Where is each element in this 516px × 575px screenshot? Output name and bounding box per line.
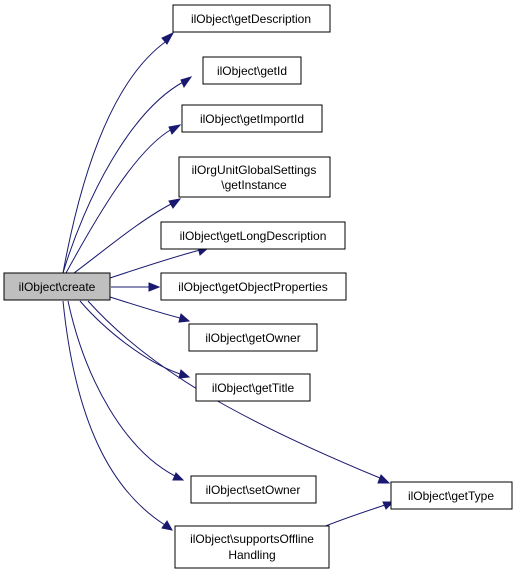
edge-create-getImportId: [65, 128, 173, 274]
node-supportsOfflineHandling-label-line2: Handling: [228, 548, 275, 562]
node-getObjectProperties[interactable]: ilObject\getObjectProperties: [160, 272, 347, 301]
node-create[interactable]: ilObject\create: [3, 272, 111, 301]
node-getTitle[interactable]: ilObject\getTitle: [195, 373, 311, 402]
node-setOwner[interactable]: ilObject\setOwner: [190, 475, 317, 504]
node-supportsOfflineHandling[interactable]: ilObject\supportsOffline Handling: [174, 525, 330, 569]
node-getObjectProperties-label: ilObject\getObjectProperties: [178, 280, 327, 294]
edge-create-getOwner-arrowhead: [178, 313, 191, 323]
edge-create-setOwner-arrowhead: [172, 472, 185, 481]
node-getDescription-label: ilObject\getDescription: [191, 12, 311, 26]
node-getInstance-label-line2: \getInstance: [221, 178, 287, 192]
edge-create-getDescription: [62, 39, 169, 274]
node-getInstance-label-line1: ilOrgUnitGlobalSettings: [192, 163, 317, 177]
edge-create-getTitle-arrowhead: [178, 369, 191, 379]
node-getImportId[interactable]: ilObject\getImportId: [181, 104, 323, 133]
edge-create-getType-arrowhead: [377, 474, 391, 484]
edge-create-getInstance: [73, 202, 174, 274]
edge-create-getId: [62, 80, 186, 274]
node-getId-label: ilObject\getId: [217, 64, 287, 78]
node-getImportId-label: ilObject\getImportId: [200, 112, 304, 126]
edge-create-supportsOfflineHandling: [62, 300, 166, 526]
edge-create-getObjectProperties-arrowhead: [148, 282, 161, 292]
node-setOwner-label: ilObject\setOwner: [206, 483, 301, 497]
node-getTitle-label: ilObject\getTitle: [212, 381, 295, 395]
node-getLongDescription-label: ilObject\getLongDescription: [180, 229, 327, 243]
node-getOwner-label: ilObject\getOwner: [205, 331, 300, 345]
edge-create-getImportId-arrowhead: [168, 124, 182, 135]
edge-create-getTitle: [79, 300, 181, 375]
edge-supportsOfflineHandling-getType: [317, 504, 386, 530]
edges: [62, 31, 395, 531]
node-getType[interactable]: ilObject\getType: [390, 481, 513, 510]
node-create-label: ilObject\create: [19, 280, 96, 294]
node-getInstance[interactable]: ilOrgUnitGlobalSettings \getInstance: [178, 156, 331, 198]
node-getDescription[interactable]: ilObject\getDescription: [172, 4, 331, 33]
edge-create-getOwner: [109, 296, 181, 319]
edge-create-setOwner: [67, 300, 176, 477]
node-getOwner[interactable]: ilObject\getOwner: [188, 323, 318, 352]
edge-create-getInstance-arrowhead: [168, 198, 182, 209]
edge-create-getLongDescription: [109, 249, 201, 279]
node-getId[interactable]: ilObject\getId: [202, 56, 302, 85]
node-getType-label: ilObject\getType: [408, 489, 494, 503]
node-supportsOfflineHandling-label-line1: ilObject\supportsOffline: [190, 532, 314, 546]
node-getLongDescription[interactable]: ilObject\getLongDescription: [160, 221, 346, 250]
edge-create-getDescription-arrowhead: [161, 31, 175, 45]
edge-create-supportsOfflineHandling-arrowhead: [161, 520, 173, 531]
edge-create-getId-arrowhead: [180, 76, 193, 89]
